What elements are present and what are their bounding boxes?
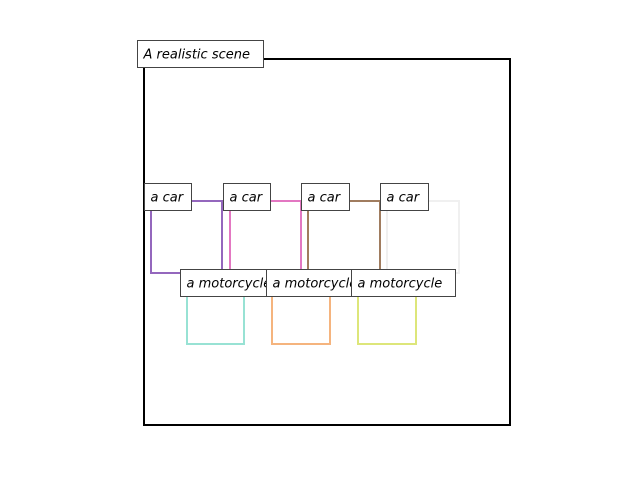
motorcycle-label-text: a motorcycle xyxy=(187,277,272,292)
car-label: a car xyxy=(144,183,192,211)
car-label: a car xyxy=(301,183,350,211)
car-label-background xyxy=(144,183,192,211)
car-label-background xyxy=(223,183,271,211)
scene-caption: A realistic scene xyxy=(137,40,264,68)
car-label-background xyxy=(380,183,429,211)
car-label-text: a car xyxy=(308,191,342,206)
car-label: a car xyxy=(380,183,429,211)
car-box xyxy=(150,200,223,274)
motorcycle-label: a motorcycle xyxy=(351,269,456,297)
motorcycle-label-background xyxy=(351,269,456,297)
car-label-text: a car xyxy=(230,191,264,206)
car-label: a car xyxy=(223,183,271,211)
car-label-text: a car xyxy=(151,191,185,206)
motorcycle-label-text: a motorcycle xyxy=(273,277,358,292)
motorcycle-label-text: a motorcycle xyxy=(358,277,443,292)
car-box xyxy=(307,200,381,274)
scene-caption-text: A realistic scene xyxy=(143,48,250,63)
scene-frame xyxy=(143,58,511,426)
car-label-background xyxy=(301,183,350,211)
car-label-text: a car xyxy=(387,191,421,206)
car-box xyxy=(229,200,302,274)
car-box xyxy=(386,200,460,274)
